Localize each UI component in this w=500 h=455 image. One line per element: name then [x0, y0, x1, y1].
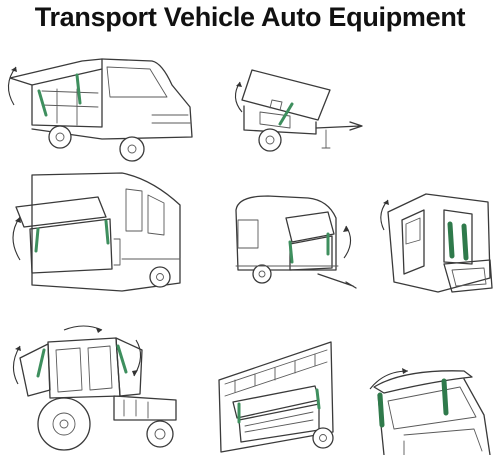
food-truck-illustration — [2, 45, 197, 165]
bus-rear-door-illustration — [2, 165, 192, 300]
lift-door-illustration — [378, 180, 498, 305]
car-tailgate-illustration — [364, 368, 496, 455]
page-title: Transport Vehicle Auto Equipment — [34, 2, 466, 32]
caravan-hatch-illustration — [228, 190, 363, 300]
bus-luggage-illustration — [215, 340, 335, 455]
tractor-cab-illustration — [4, 320, 184, 455]
trailer-lid-illustration — [230, 60, 370, 160]
